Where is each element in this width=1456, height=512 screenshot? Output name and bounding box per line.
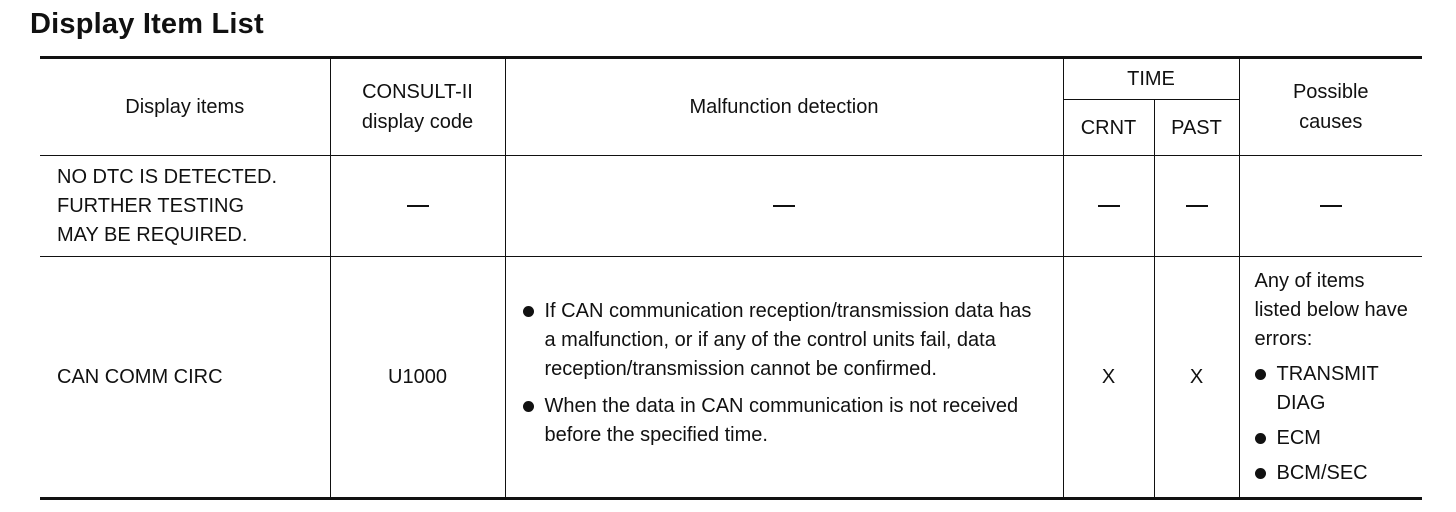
malfunction-cell: —	[504, 155, 1064, 257]
header-display-items: Display items	[40, 56, 331, 156]
display-item-table: Display items CONSULT-II display code Ma…	[40, 56, 1422, 500]
dash-mark	[1097, 205, 1120, 208]
causes-cell: Any of items listed below have errors: T…	[1238, 256, 1422, 500]
cause-item: BCM/SEC	[1254, 459, 1413, 488]
cause-item: TRANSMIT DIAG	[1254, 360, 1413, 418]
header-possible-causes: Possible causes	[1238, 56, 1422, 156]
header-malfunction-detection: Malfunction detection	[504, 56, 1064, 156]
bullet-icon	[522, 400, 534, 412]
bullet-icon	[1254, 432, 1266, 444]
page-title: Display Item List	[30, 8, 264, 40]
header-crnt: CRNT	[1063, 99, 1155, 156]
crnt-cell: —	[1062, 155, 1155, 257]
causes-intro: Any of items listed below have errors:	[1254, 269, 1408, 350]
header-past: PAST	[1153, 99, 1239, 156]
dash-mark	[1185, 205, 1208, 208]
table-row: CAN COMM CIRC U1000 If CAN communication…	[40, 256, 1422, 500]
malfunction-cell: If CAN communication reception/transmiss…	[504, 256, 1064, 500]
header-time: TIME	[1062, 56, 1240, 100]
malfunction-bullet: If CAN communication reception/transmiss…	[522, 297, 1043, 384]
causes-cell: —	[1238, 155, 1422, 257]
dash-mark	[1319, 205, 1342, 208]
code-cell: U1000	[329, 256, 506, 500]
table-row: NO DTC IS DETECTED. FURTHER TESTING MAY …	[40, 155, 1422, 257]
bullet-icon	[1254, 368, 1266, 380]
display-item-cell: CAN COMM CIRC	[40, 256, 331, 500]
crnt-cell: X	[1062, 256, 1155, 500]
cause-item: ECM	[1254, 424, 1413, 453]
code-cell: —	[329, 155, 506, 257]
header-consult-code: CONSULT-II display code	[329, 56, 506, 156]
display-item-cell: NO DTC IS DETECTED. FURTHER TESTING MAY …	[40, 155, 331, 257]
dash-mark	[406, 205, 429, 208]
bullet-icon	[522, 305, 534, 317]
past-cell: X	[1153, 256, 1240, 500]
dash-mark	[773, 205, 795, 208]
past-cell: —	[1153, 155, 1240, 257]
malfunction-bullet: When the data in CAN communication is no…	[522, 392, 1043, 450]
bullet-icon	[1254, 467, 1266, 479]
